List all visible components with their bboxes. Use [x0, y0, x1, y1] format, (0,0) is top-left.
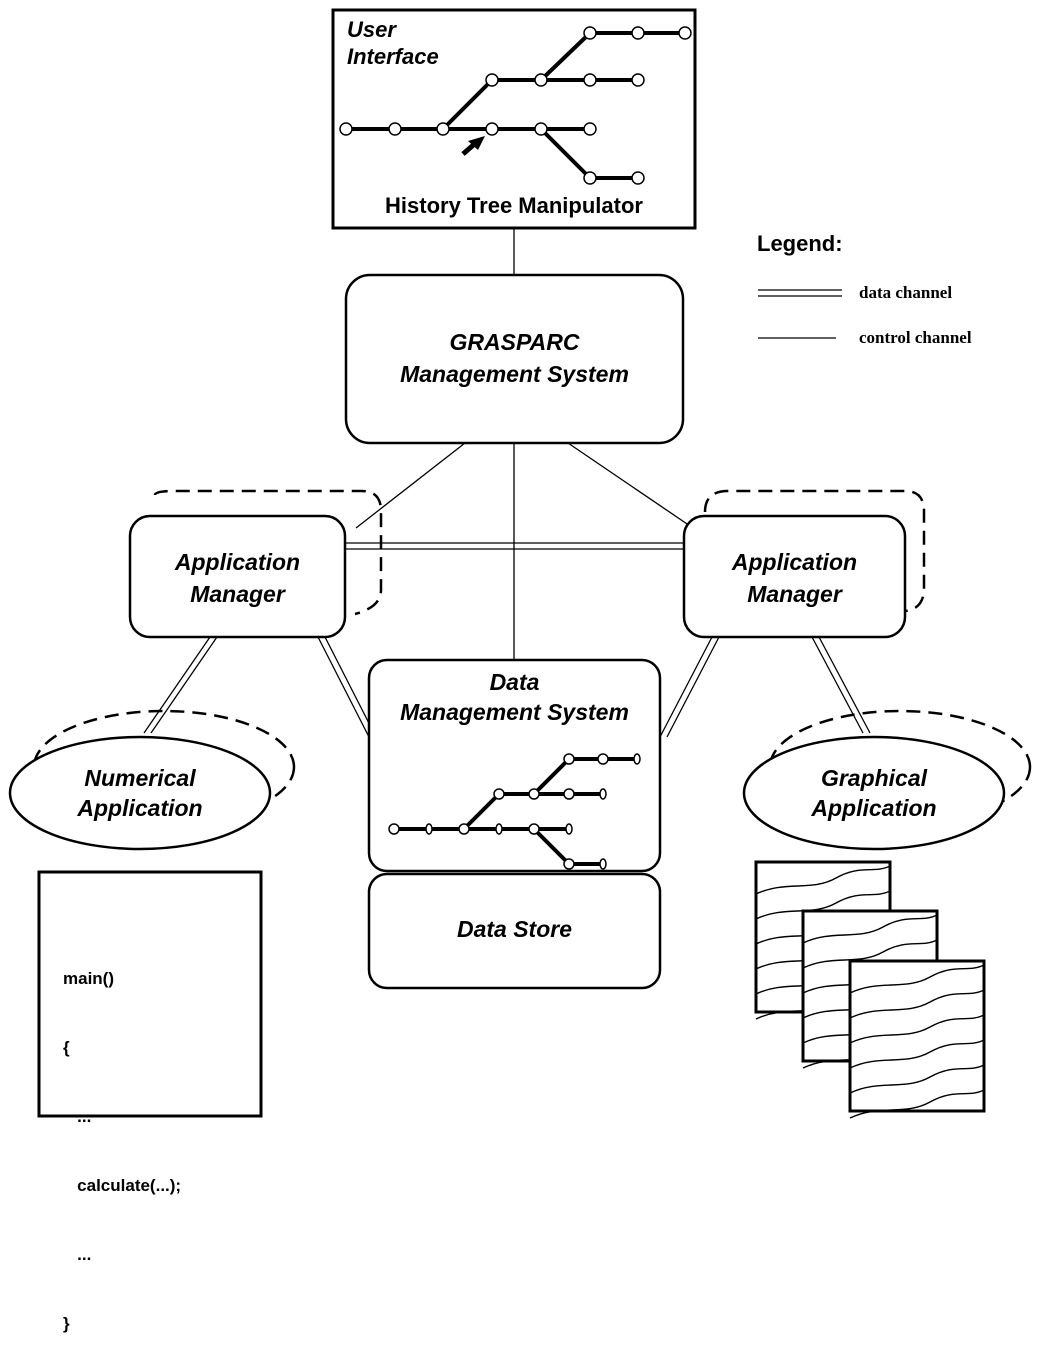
user-interface-title-line2: Interface [347, 44, 439, 69]
contour-line [849, 1014, 985, 1044]
control-gms-to-left-manager [355, 442, 466, 529]
left-application-manager-box [128, 514, 347, 639]
contour-line [849, 989, 985, 1019]
data-management-box [367, 658, 662, 873]
left-application-manager-label: Application Manager [130, 546, 345, 610]
grasparc-line2: Management System [400, 361, 629, 387]
graphical-app-shadow [768, 709, 1032, 825]
data-management-line1: Data [489, 669, 540, 695]
data-management-line2: Management System [400, 699, 629, 725]
data-management-label: Data Management System [369, 667, 660, 727]
legend-control-channel-label: control channel [859, 328, 972, 347]
code-listing: main() { ... calculate(...); ... } [63, 921, 181, 1358]
contour-line [802, 939, 938, 969]
history-tree-manipulator-label: History Tree Manipulator [385, 193, 643, 218]
history-tree-ui-nodes [339, 26, 692, 185]
contour-line [802, 914, 938, 944]
user-interface-title: User Interface [347, 16, 439, 70]
code-line: ... [63, 1107, 92, 1126]
numerical-app-shadow [32, 709, 296, 825]
graphical-line1: Graphical [820, 765, 928, 791]
grasparc-management-box [344, 273, 685, 445]
right-manager-shadow [703, 489, 926, 613]
contour-line [849, 1089, 985, 1119]
right-application-manager-label: Application Manager [684, 546, 905, 610]
right-manager-line1: Application [731, 549, 858, 575]
numerical-application-label: Numerical Application [10, 763, 270, 823]
contour-line [849, 1064, 985, 1094]
data-store-label: Data Store [456, 916, 573, 942]
numerical-application-ellipse [8, 735, 272, 851]
left-manager-shadow [153, 489, 383, 616]
code-line: ... [63, 1245, 92, 1264]
contour-line [849, 964, 985, 994]
history-tree-data-nodes [388, 753, 641, 870]
right-application-manager-box [682, 514, 907, 639]
code-line: main() [63, 969, 114, 988]
user-interface-box [331, 8, 697, 230]
graph-page [848, 959, 986, 1113]
contour-line [755, 890, 891, 920]
left-manager-line2: Manager [190, 581, 285, 607]
graph-pages [754, 860, 986, 1119]
grasparc-management-label: GRASPARC Management System [346, 326, 683, 390]
user-interface-title-line1: User [347, 17, 396, 42]
code-line: calculate(...); [63, 1176, 182, 1195]
graphical-application-label: Graphical Application [744, 763, 1004, 823]
graphical-line2: Application [811, 795, 937, 821]
pointer-arrow-icon [461, 136, 485, 156]
code-box [37, 870, 263, 1118]
contour-line [755, 865, 891, 895]
left-manager-line1: Application [174, 549, 301, 575]
history-tree-ui [346, 31, 685, 180]
grasparc-line1: GRASPARC [449, 329, 580, 355]
code-line: { [63, 1038, 70, 1057]
numerical-line2: Application [77, 795, 203, 821]
control-channels [355, 228, 836, 660]
legend-data-channel-label: data channel [859, 283, 953, 302]
data-store-box [367, 872, 662, 990]
contour-line [849, 1039, 985, 1069]
data-channels [143, 289, 871, 738]
graphical-application-ellipse [742, 735, 1006, 851]
architecture-diagram [8, 8, 1032, 1119]
numerical-line1: Numerical [84, 765, 196, 791]
code-line: } [63, 1314, 70, 1333]
control-gms-to-right-manager [567, 442, 694, 529]
legend-title: Legend: [757, 231, 843, 256]
right-manager-line2: Manager [747, 581, 842, 607]
